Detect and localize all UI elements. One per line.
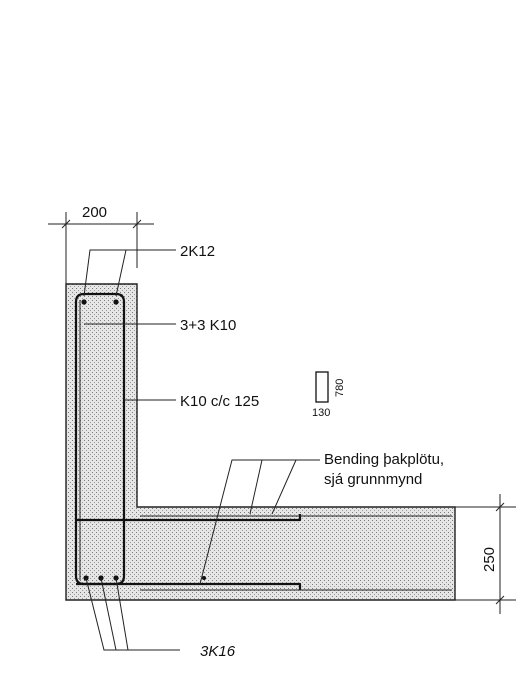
dimension-slab-thickness: 250 (455, 494, 516, 614)
label-3plus3-k10: 3+3 K10 (180, 317, 236, 334)
bar-dot-top-right (113, 299, 119, 305)
label-3k16: 3K16 (200, 643, 236, 660)
bar-dot-slab (202, 576, 206, 580)
dim-250-label: 250 (481, 547, 498, 572)
leader-slab-1 (199, 459, 262, 585)
slab-bottom-bar (76, 582, 302, 590)
bar-dot-top-left (81, 299, 87, 305)
leader-2k12 (83, 249, 176, 297)
leader-3k16-b (100, 577, 117, 651)
leader-slab-2 (249, 459, 320, 515)
stirrup-shape-symbol (315, 371, 329, 403)
label-slab-line2: sjá grunnmynd (324, 471, 422, 488)
label-2k12: 2K12 (180, 243, 215, 260)
label-slab-line1: Bending þakplötu, (324, 451, 444, 468)
leader-3k16-a (85, 577, 180, 651)
stirrup-width-label: 130 (312, 407, 330, 419)
dim-200-label: 200 (82, 204, 107, 221)
leader-slab-3 (271, 459, 297, 515)
label-k10-cc125: K10 c/c 125 (180, 393, 259, 410)
leader-3k16-c (115, 577, 129, 651)
stirrup-height-label: 780 (334, 379, 346, 397)
dimension-wall-thickness: 200 (48, 204, 154, 284)
leader-2k12-b (115, 249, 127, 297)
